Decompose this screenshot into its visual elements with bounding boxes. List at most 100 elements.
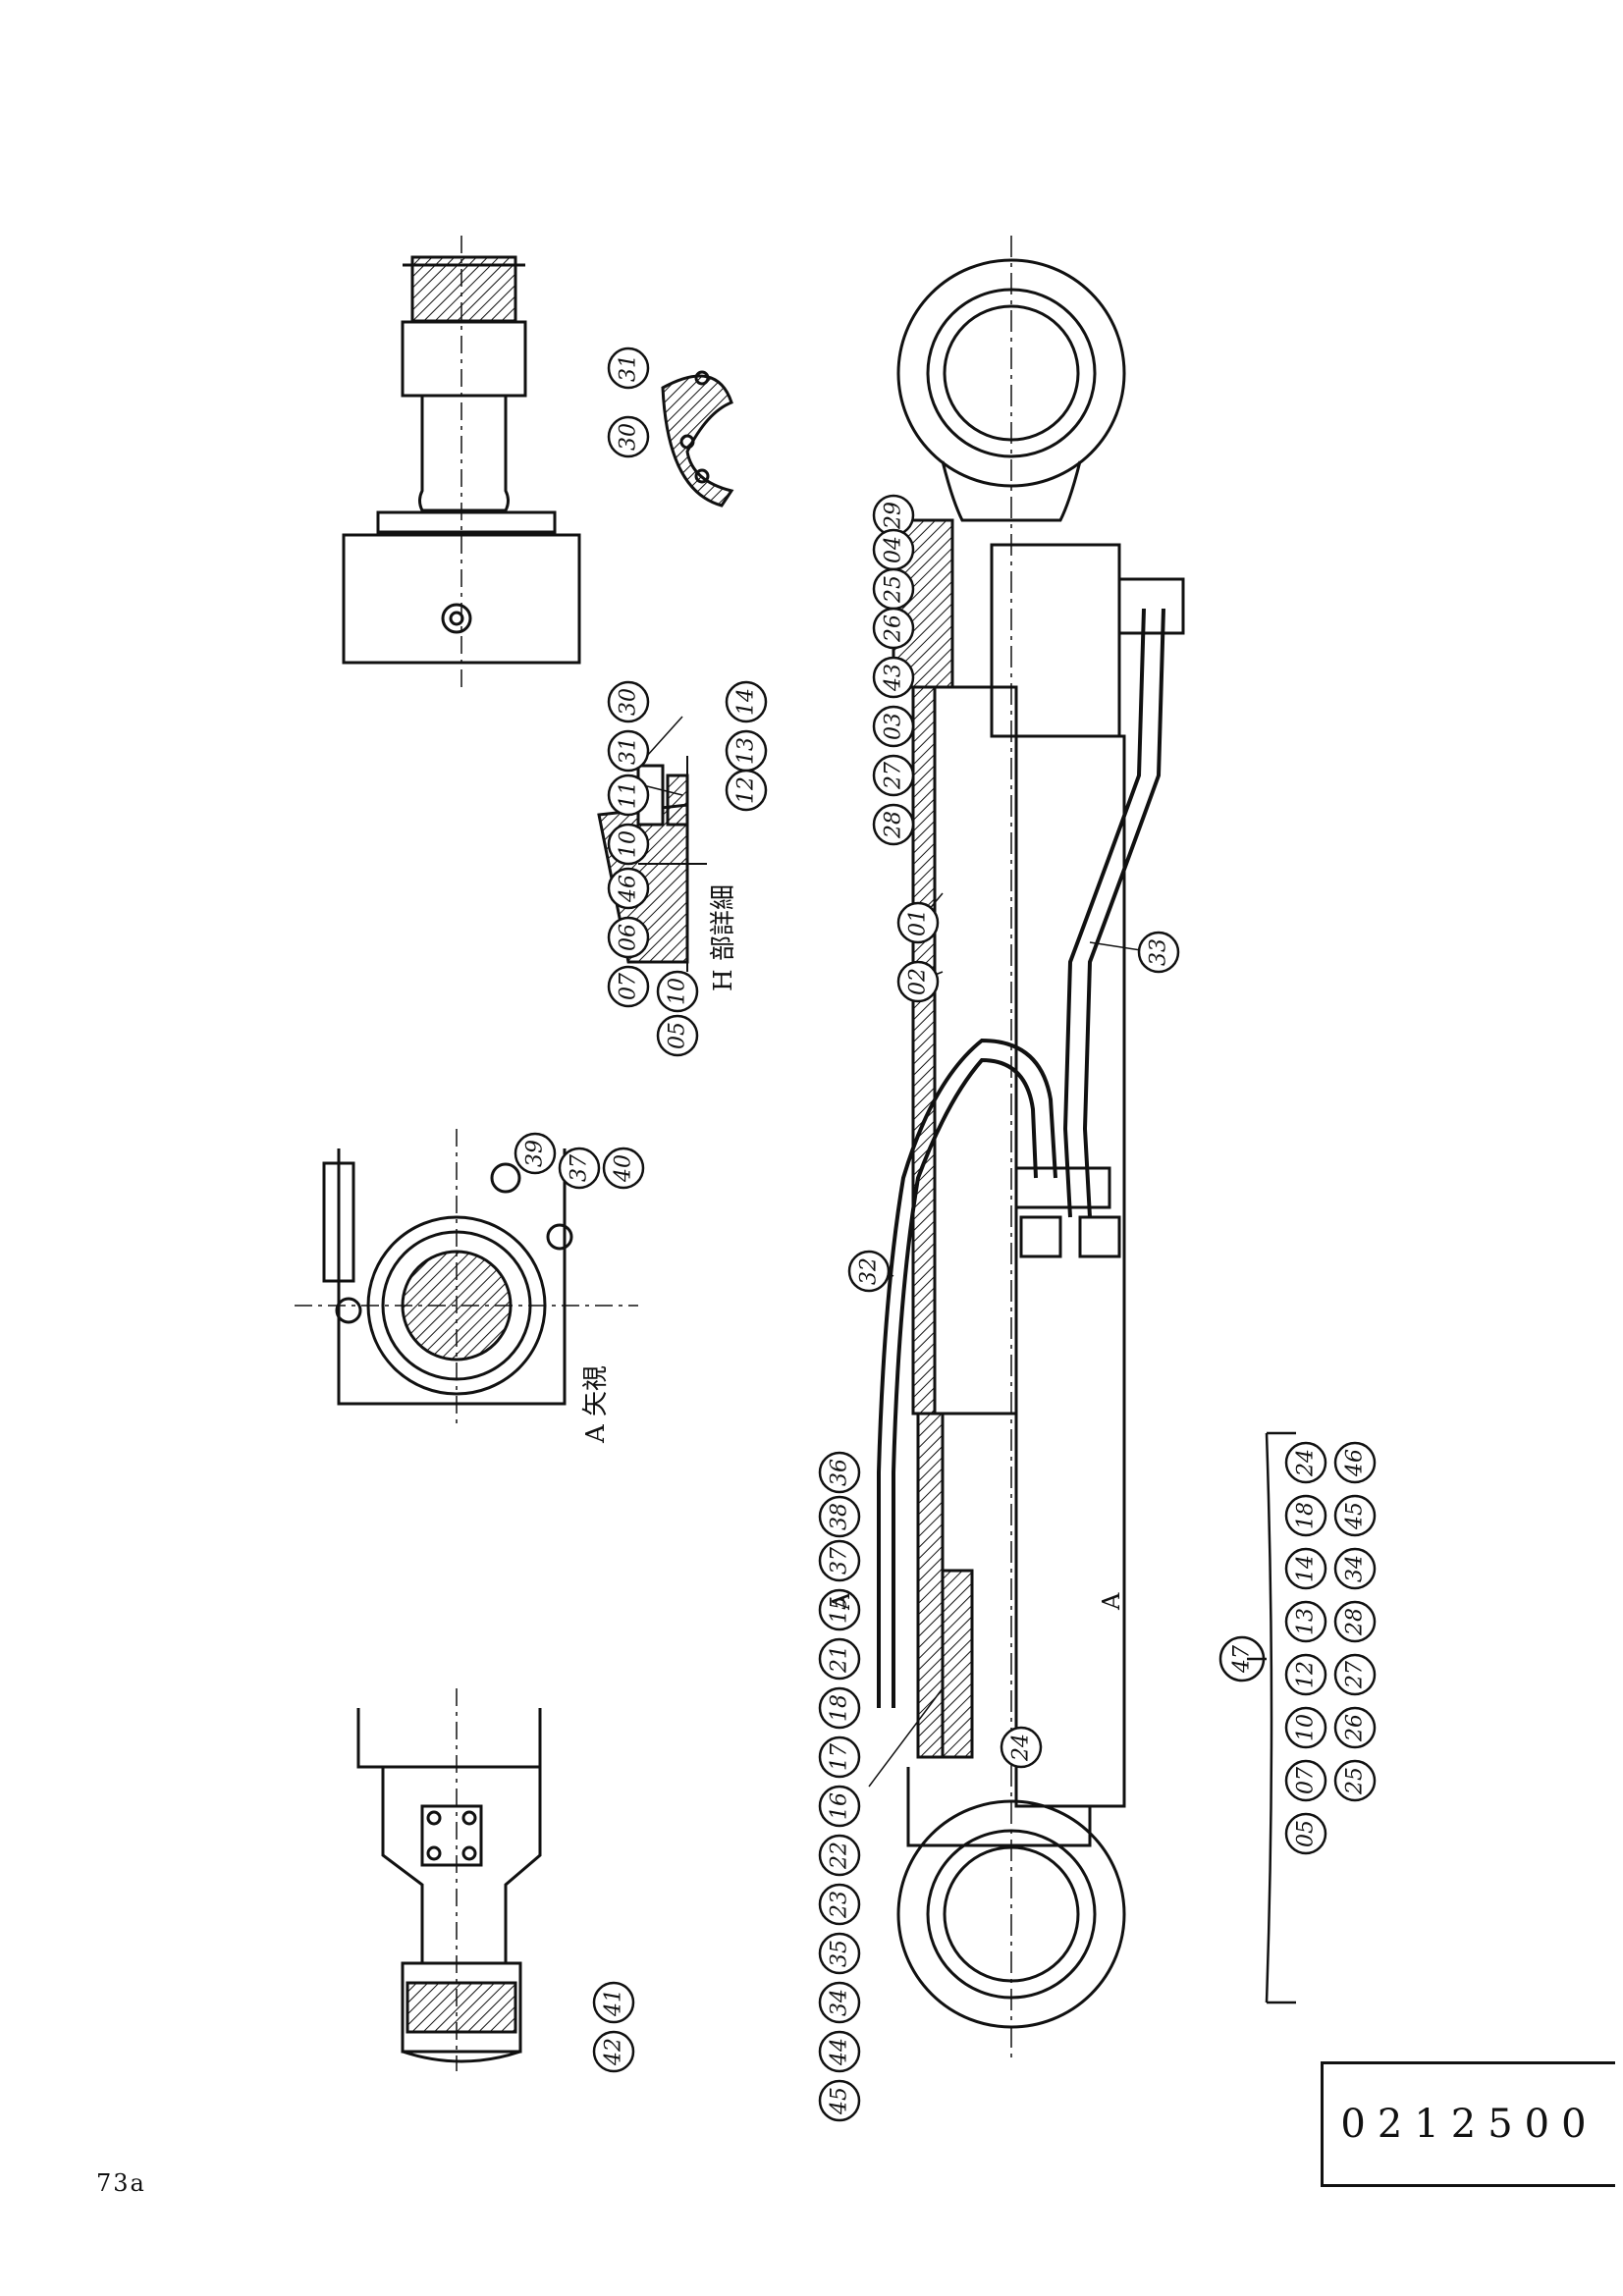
callout-main-bottom: 23 [818,1883,861,1926]
callout-kit: 28 [1333,1600,1377,1643]
callout-kit: 10 [1284,1706,1327,1749]
svg-text:11: 11 [617,781,641,809]
callout-main-bottom: 36 [818,1451,861,1494]
callout-detail-h: 06 [607,916,650,959]
callout-view-a: 40 [602,1147,645,1190]
svg-text:35: 35 [828,1940,852,1967]
svg-text:01: 01 [906,909,931,936]
view-a-label: A 矢視 [581,1365,611,1444]
callout-main-body: 02 [896,960,940,1003]
callout-detail-h: 46 [607,867,650,910]
svg-text:44: 44 [828,2038,852,2066]
svg-text:34: 34 [828,1989,852,2016]
svg-text:33: 33 [1147,938,1171,966]
svg-text:36: 36 [828,1459,852,1486]
svg-text:37: 37 [568,1154,592,1182]
callout-main-bottom: 16 [818,1785,861,1828]
callout-main-bottom: 35 [818,1932,861,1975]
svg-text:10: 10 [617,830,641,858]
svg-text:15: 15 [828,1596,852,1624]
page-number: 73a [96,2169,146,2197]
callout-small-top: 30 [607,415,650,458]
callout-balloons: 29 04 25 26 43 03 27 28 01 02 32 33 36 38 37 15 21 18 17 16… [514,347,1377,2122]
svg-text:24: 24 [1294,1449,1319,1477]
leader-lines [637,716,1155,1788]
callout-main-bottom: 17 [818,1735,861,1779]
rod-end-side-view [342,236,581,687]
view-a-section [295,1129,638,1423]
callout-view-a: 37 [558,1147,601,1190]
main-cylinder [877,236,1185,2061]
callout-detail-h: 12 [725,769,768,812]
section-a-top-label: A [828,1592,855,1611]
svg-text:43: 43 [882,664,906,692]
svg-text:46: 46 [617,875,641,903]
svg-text:25: 25 [1343,1767,1368,1795]
callout-main-bottom: 22 [818,1834,861,1877]
callout-detail-h: 14 [725,680,768,723]
svg-text:28: 28 [882,811,906,839]
section-a-bottom-label: A [1098,1592,1125,1611]
callout-small-bottom: 42 [592,2030,635,2073]
callout-main-bottom: 21 [818,1637,861,1681]
callout-main-body: 32 [847,1250,891,1293]
svg-text:45: 45 [1343,1502,1368,1530]
callout-main-top: 28 [872,803,915,846]
svg-text:27: 27 [1343,1661,1368,1689]
callout-kit: 34 [1333,1547,1377,1590]
svg-text:14: 14 [1294,1555,1319,1582]
callout-main-top: 27 [872,754,915,797]
svg-text:31: 31 [617,737,641,765]
drawing-code-box: 0212500 [1321,2061,1615,2187]
callout-kit: 24 [1284,1441,1327,1484]
svg-text:26: 26 [882,614,906,643]
assembly-kit-brace [1247,1431,1296,2004]
svg-text:12: 12 [734,776,759,804]
svg-text:14: 14 [734,688,759,716]
callout-kit: 26 [1333,1706,1377,1749]
callout-main-top: 25 [872,567,915,611]
callout-kit: 45 [1333,1494,1377,1537]
callout-main-top: 29 [872,494,915,537]
svg-text:10: 10 [1294,1714,1319,1741]
svg-text:05: 05 [666,1022,690,1049]
callout-detail-h: 13 [725,729,768,773]
callout-main-bottom: 38 [818,1495,861,1538]
svg-text:45: 45 [828,2087,852,2115]
svg-text:41: 41 [602,1989,626,2017]
svg-text:13: 13 [734,737,759,765]
callout-kit: 18 [1284,1494,1327,1537]
svg-text:38: 38 [828,1503,852,1530]
callout-kit: 05 [1284,1812,1327,1855]
callout-detail-h: 10 [607,823,650,866]
callout-detail-h: 05 [656,1014,699,1057]
svg-text:42: 42 [602,2038,626,2066]
svg-text:04: 04 [882,536,906,563]
svg-text:18: 18 [828,1694,852,1722]
svg-text:05: 05 [1294,1820,1319,1847]
svg-text:21: 21 [828,1645,852,1674]
svg-text:23: 23 [828,1891,852,1919]
svg-text:07: 07 [617,973,641,1000]
callout-kit: 46 [1333,1441,1377,1484]
svg-text:25: 25 [882,575,906,604]
detail-h-label: H 部詳細 [709,884,738,991]
callout-main-bottom: 37 [818,1539,861,1582]
svg-text:30: 30 [617,423,641,451]
svg-text:22: 22 [828,1842,852,1870]
svg-text:17: 17 [828,1743,852,1771]
callout-detail-h: 10 [656,970,699,1013]
callout-detail-h: 31 [607,729,650,773]
callout-main-top: 26 [872,607,915,650]
callout-small-bottom: 41 [592,1981,635,2024]
head-end-side-view [356,1688,542,2071]
svg-text:37: 37 [828,1547,852,1575]
callout-small-top: 31 [607,347,650,390]
drawing-code: 0212500 [1340,2102,1598,2147]
callout-main-body: 33 [1137,931,1180,974]
callout-main-top: 43 [872,656,915,699]
svg-text:03: 03 [882,713,906,740]
callout-kit: 12 [1284,1653,1327,1696]
svg-text:29: 29 [882,502,906,530]
